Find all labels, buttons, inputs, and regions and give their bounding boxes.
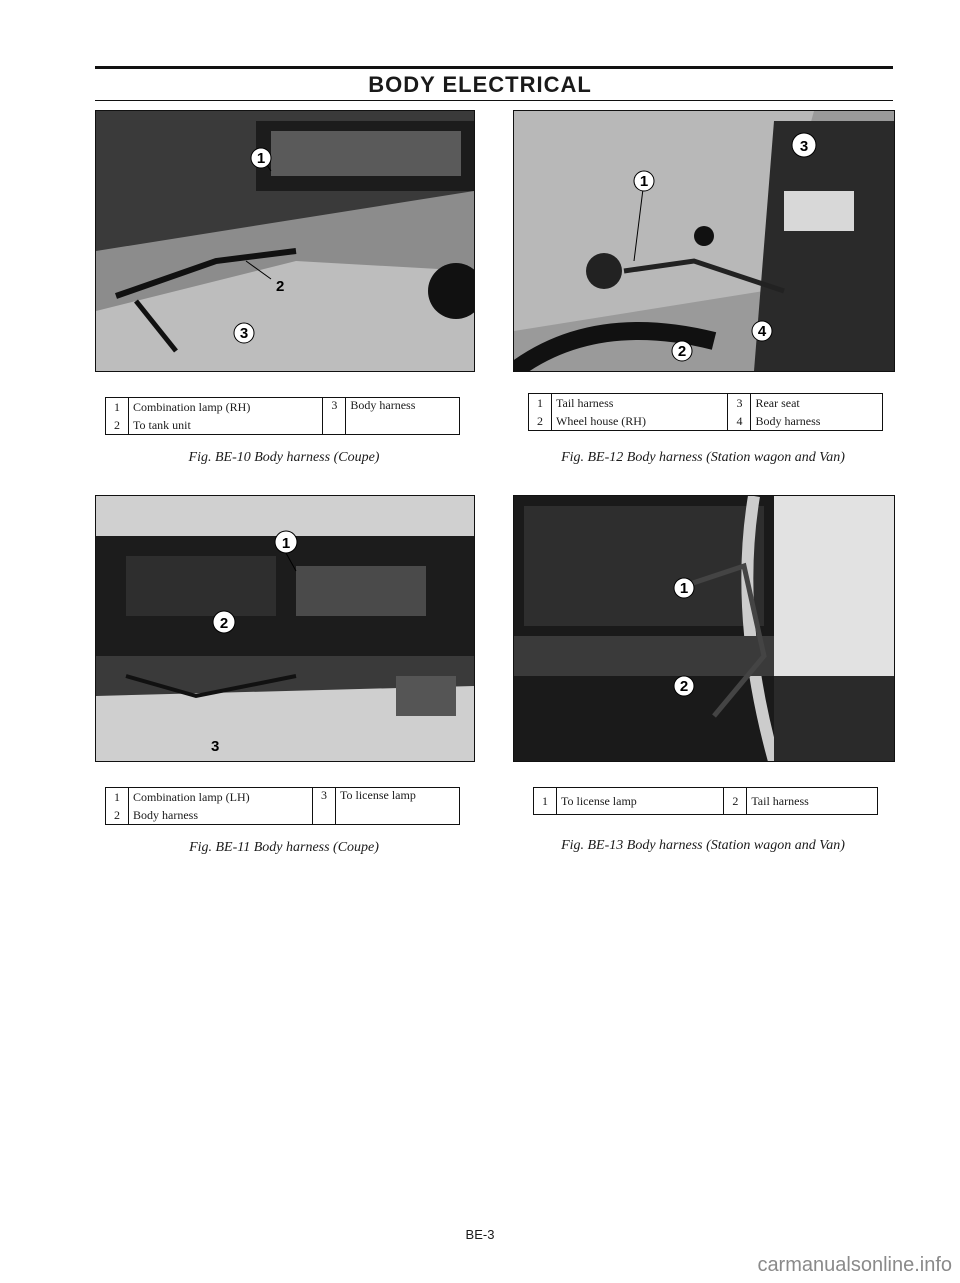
photo-be11: 1 2 3 <box>95 495 475 762</box>
legend-be13: 1 To license lamp 2 Tail harness <box>533 787 878 815</box>
header-rule-top <box>95 66 893 69</box>
photo-be12: 3 1 4 2 <box>513 110 895 372</box>
legend-text: To license lamp <box>340 788 416 802</box>
photo-be12-drawing: 3 1 4 2 <box>514 111 894 371</box>
legend-be12: 1 Tail harness 3 Rear seat 2 Wheel house… <box>528 393 883 431</box>
callout-be13-1: 1 <box>680 580 688 597</box>
photo-be11-drawing: 1 2 3 <box>96 496 474 761</box>
legend-text: Body harness <box>755 414 821 428</box>
page-title: BODY ELECTRICAL <box>368 72 592 97</box>
legend-text: Tail harness <box>751 794 809 808</box>
photo-be10: 1 2 3 <box>95 110 475 372</box>
callout-be10-1: 1 <box>257 150 265 167</box>
callout-be12-2: 2 <box>678 343 686 360</box>
legend-num: 1 <box>534 788 557 814</box>
legend-num: 3 <box>312 788 337 824</box>
legend-text: Tail harness <box>556 396 614 410</box>
legend-num: 1 <box>106 788 129 806</box>
callout-be11-2: 2 <box>220 615 228 632</box>
callout-be13-2: 2 <box>680 678 688 695</box>
legend-text: To license lamp <box>561 794 637 808</box>
photo-be13-drawing: 1 2 <box>514 496 894 761</box>
legend-text: Wheel house (RH) <box>556 414 646 428</box>
legend-num: 2 <box>106 806 129 824</box>
photo-be13: 1 2 <box>513 495 895 762</box>
caption-be12: Fig. BE-12 Body harness (Station wagon a… <box>561 450 845 465</box>
callout-be12-3: 3 <box>800 138 808 155</box>
legend-num: 4 <box>727 412 752 430</box>
legend-text: Combination lamp (RH) <box>133 400 251 414</box>
legend-num: 1 <box>106 398 129 416</box>
legend-num: 2 <box>106 416 129 434</box>
callout-be12-4: 4 <box>758 323 767 340</box>
watermark: carmanualsonline.info <box>757 1254 952 1276</box>
legend-text: Combination lamp (LH) <box>133 790 250 804</box>
caption-be13: Fig. BE-13 Body harness (Station wagon a… <box>561 838 845 853</box>
legend-text: Body harness <box>350 398 416 412</box>
caption-be11: Fig. BE-11 Body harness (Coupe) <box>189 840 379 855</box>
caption-be10: Fig. BE-10 Body harness (Coupe) <box>188 450 380 465</box>
legend-num: 2 <box>529 412 552 430</box>
callout-be10-3: 3 <box>240 325 248 342</box>
callout-be10-2: 2 <box>276 278 284 295</box>
legend-text: To tank unit <box>133 418 191 432</box>
callout-be11-1: 1 <box>282 535 290 552</box>
legend-text: Body harness <box>133 808 198 822</box>
page-number: BE-3 <box>465 1227 495 1242</box>
photo-be10-drawing: 1 2 3 <box>96 111 474 371</box>
header-rule-bottom <box>95 100 893 101</box>
callout-be11-3: 3 <box>211 738 219 755</box>
legend-be10: 1 Combination lamp (RH) 3 Body harness 2… <box>105 397 460 435</box>
legend-be11: 1 Combination lamp (LH) 3 To license lam… <box>105 787 460 825</box>
callout-be12-1: 1 <box>640 173 648 190</box>
legend-num: 3 <box>322 398 347 434</box>
legend-text: Rear seat <box>755 396 800 410</box>
legend-num: 1 <box>529 394 552 412</box>
legend-num: 3 <box>727 394 752 412</box>
legend-num: 2 <box>723 788 748 814</box>
